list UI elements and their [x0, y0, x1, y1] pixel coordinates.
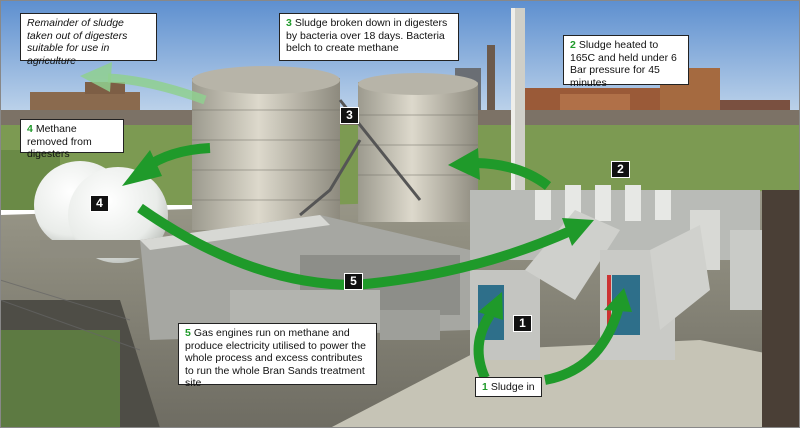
step-2-text: Sludge heated to 165C and held under 6 B… [570, 39, 677, 89]
marker-3: 3 [340, 107, 359, 124]
marker-4: 4 [90, 195, 109, 212]
step-1-number: 1 [482, 381, 488, 393]
marker-2: 2 [611, 161, 630, 178]
arrow-sludge-in-right [543, 308, 623, 385]
marker-5: 5 [344, 273, 363, 290]
agriculture-callout: Remainder of sludge taken out of digeste… [20, 13, 157, 67]
step-4-text: Methane removed from digesters [27, 123, 92, 160]
arrow-hydrolysis-to-digester [475, 158, 552, 191]
agriculture-text: Remainder of sludge taken out of digeste… [27, 17, 128, 67]
arrow-sludge-in-left [473, 312, 495, 381]
step-4-number: 4 [27, 123, 33, 135]
step-5-text: Gas engines run on methane and produce e… [185, 327, 366, 389]
digester-tanks [192, 66, 478, 230]
pylon [762, 190, 800, 428]
marker-1: 1 [513, 315, 532, 332]
step-1-text: Sludge in [490, 381, 535, 393]
fence [0, 279, 141, 351]
arrow-to-agriculture [107, 73, 207, 105]
gas-holders [34, 161, 168, 263]
step-2-number: 2 [570, 39, 576, 51]
step-3-number: 3 [286, 17, 292, 29]
step-3-text: Sludge broken down in digesters by bacte… [286, 17, 448, 54]
step-5-number: 5 [185, 327, 191, 339]
